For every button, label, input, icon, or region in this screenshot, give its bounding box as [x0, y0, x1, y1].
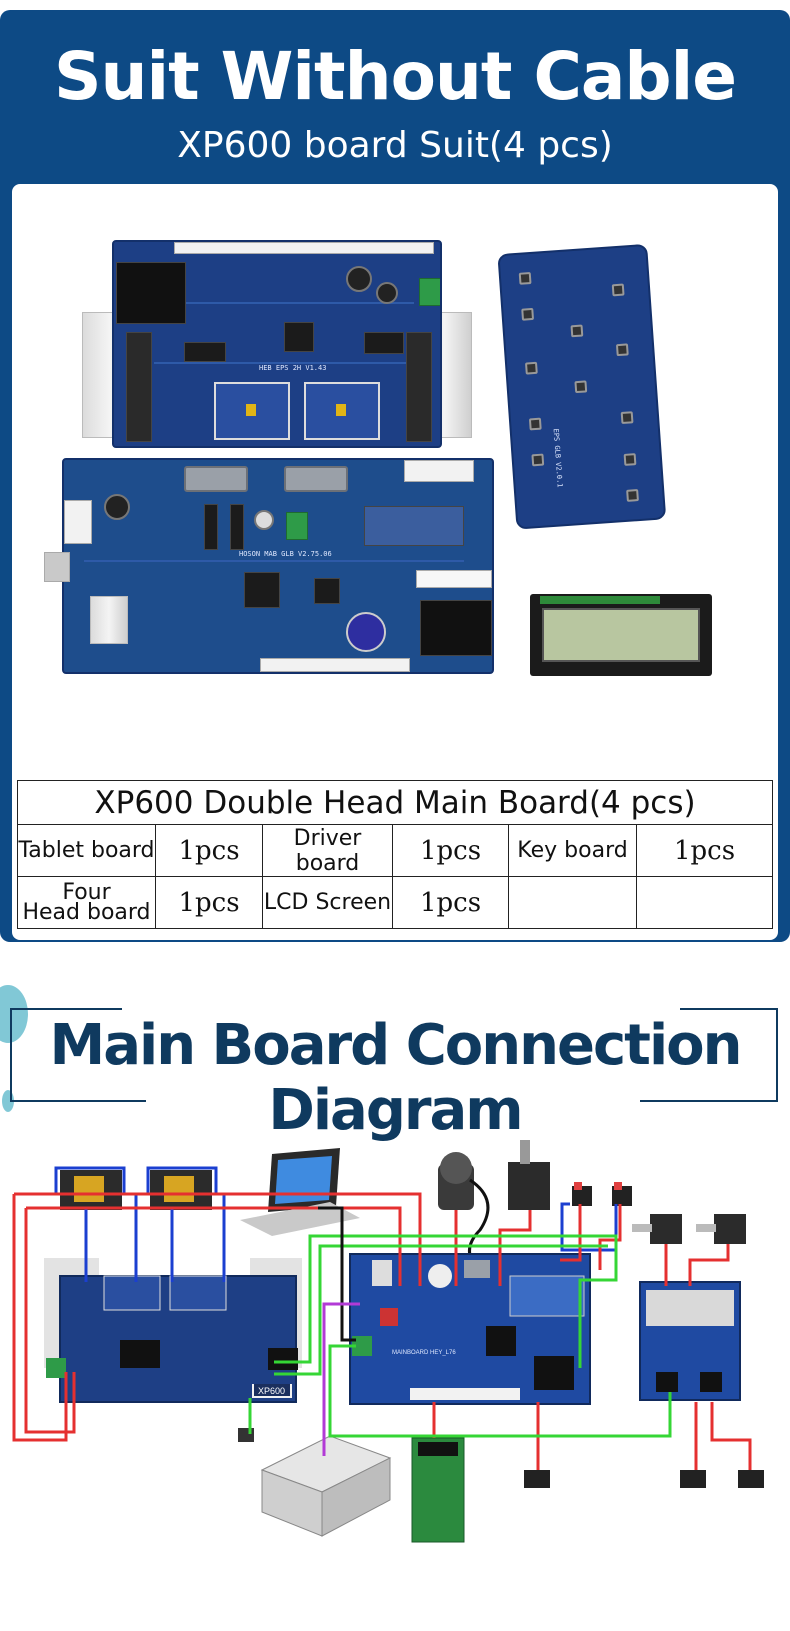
stepper-motor-right-1	[632, 1214, 682, 1244]
cell-empty	[508, 876, 637, 929]
head-board	[44, 1258, 302, 1403]
head-board-image: HEB EPS 2H V1.43	[82, 240, 472, 450]
key-board-image: EPS GLB V2.0.1	[497, 242, 686, 535]
limit-switch-bottom-2	[680, 1470, 706, 1488]
cell-label-tablet-board: Tablet board	[17, 824, 156, 877]
section-title: Main Board Connection Diagram	[49, 1013, 742, 1143]
four-head-line1: Four	[62, 879, 111, 905]
spec-table-header: XP600 Double Head Main Board(4 pcs)	[17, 780, 773, 825]
cell-qty-driver-board: 1pcs	[392, 824, 509, 877]
sensor-small	[238, 1428, 254, 1442]
key-board-silk: EPS GLB V2.0.1	[551, 428, 564, 488]
wires	[12, 1166, 752, 1470]
servo-motor	[438, 1152, 490, 1272]
banner-subtitle: XP600 board Suit(4 pcs)	[177, 125, 613, 166]
cell-qty-four-head-board: 1pcs	[155, 876, 263, 929]
main-board-silk: HOSON MAB GLB V2.75.06	[239, 550, 332, 558]
connection-diagram-svg: XP600 MAINBOARD HEY_L76	[12, 1140, 764, 1543]
cell-qty-lcd-screen: 1pcs	[392, 876, 509, 929]
cell-label-driver-board: Driver board	[262, 824, 393, 877]
connection-diagram: XP600 MAINBOARD HEY_L76	[0, 1140, 790, 1631]
limit-switch-top-1	[572, 1182, 592, 1206]
power-supply	[260, 1435, 392, 1537]
print-head-1	[60, 1170, 122, 1210]
head-board-silk: HEB EPS 2H V1.43	[259, 364, 327, 372]
limit-switch-bottom-1	[524, 1470, 550, 1488]
table-row: Tablet board 1pcs Driver board 1pcs Key …	[17, 824, 773, 877]
banner-title: Suit Without Cable	[53, 38, 737, 115]
four-head-line2: Head board	[22, 899, 151, 925]
stepper-motor-right-2	[696, 1214, 746, 1244]
cell-label-lcd-screen: LCD Screen	[262, 876, 393, 929]
stepper-motor	[508, 1140, 550, 1210]
laptop	[240, 1148, 360, 1236]
main-board-tag: MAINBOARD HEY_L76	[392, 1350, 456, 1356]
spec-table: XP600 Double Head Main Board(4 pcs) Tabl…	[17, 780, 773, 929]
table-row: Four Head board 1pcs LCD Screen 1pcs	[17, 876, 773, 929]
limit-switch-bottom-3	[738, 1470, 764, 1488]
head-board-tag: XP600	[258, 1386, 285, 1396]
cell-label-four-head-board: Four Head board	[17, 876, 156, 929]
cell-qty-key-board: 1pcs	[636, 824, 773, 877]
cell-empty	[636, 876, 773, 929]
cell-label-key-board: Key board	[508, 824, 637, 877]
print-head-2	[150, 1170, 212, 1210]
lcd-screen-image	[530, 594, 712, 676]
main-board	[349, 1253, 591, 1405]
key-board	[411, 1437, 465, 1543]
cell-qty-tablet-board: 1pcs	[155, 824, 263, 877]
product-banner: Suit Without Cable XP600 board Suit(4 pc…	[0, 10, 790, 942]
driver-board-right	[639, 1281, 741, 1401]
main-board-image: HOSON MAB GLB V2.75.06	[44, 458, 514, 674]
limit-switch-top-2	[612, 1182, 632, 1206]
